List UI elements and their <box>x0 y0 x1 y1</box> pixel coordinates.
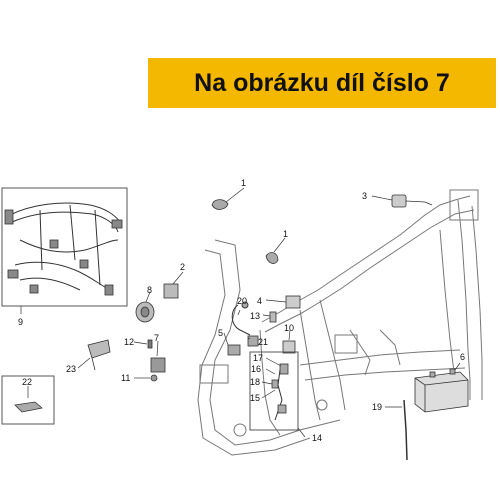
part-8-horn <box>135 301 155 323</box>
callout-1a: 1 <box>241 178 246 188</box>
part-1b <box>265 252 279 264</box>
scooter-frame <box>197 189 483 456</box>
callout-3: 3 <box>362 191 367 201</box>
callout-21: 21 <box>258 337 268 347</box>
part-7 <box>150 357 166 373</box>
part-20 <box>231 301 251 336</box>
part-4 <box>285 295 301 309</box>
callout-1b: 1 <box>283 229 288 239</box>
wiring-harness-group <box>1 187 128 307</box>
callout-22: 22 <box>22 377 32 387</box>
part-19 <box>403 399 408 461</box>
part-14-box <box>249 351 299 431</box>
callout-9: 9 <box>18 317 23 327</box>
part-3 <box>391 194 433 208</box>
part-6-battery <box>414 368 469 413</box>
callout-12: 12 <box>124 337 134 347</box>
part-21 <box>247 335 259 347</box>
callout-18: 18 <box>250 377 260 387</box>
part-23 <box>87 339 111 371</box>
callout-8: 8 <box>147 285 152 295</box>
callout-11: 11 <box>121 373 130 383</box>
part-13 <box>269 311 277 323</box>
callout-20: 20 <box>237 296 247 306</box>
banner-title: Na obrázku díl číslo 7 <box>194 69 450 97</box>
part-5 <box>227 344 241 356</box>
callout-23: 23 <box>66 364 76 374</box>
callout-10: 10 <box>284 323 294 333</box>
callout-7: 7 <box>154 333 159 343</box>
part-12 <box>147 339 153 349</box>
part-10 <box>282 340 296 354</box>
callout-19: 19 <box>372 402 382 412</box>
part-11 <box>150 374 158 382</box>
callout-6: 6 <box>460 352 465 362</box>
title-banner: Na obrázku díl číslo 7 <box>148 58 496 108</box>
part-22-box <box>1 375 55 425</box>
part-2 <box>163 283 179 299</box>
callout-16: 16 <box>251 364 261 374</box>
callout-14: 14 <box>312 433 322 443</box>
part-1a <box>211 199 229 210</box>
callout-2: 2 <box>180 262 185 272</box>
leader-lines <box>20 187 461 438</box>
callout-17: 17 <box>253 353 263 363</box>
callout-13: 13 <box>250 311 260 321</box>
callout-4: 4 <box>257 296 262 306</box>
callout-15: 15 <box>250 393 260 403</box>
callout-5: 5 <box>218 328 223 338</box>
